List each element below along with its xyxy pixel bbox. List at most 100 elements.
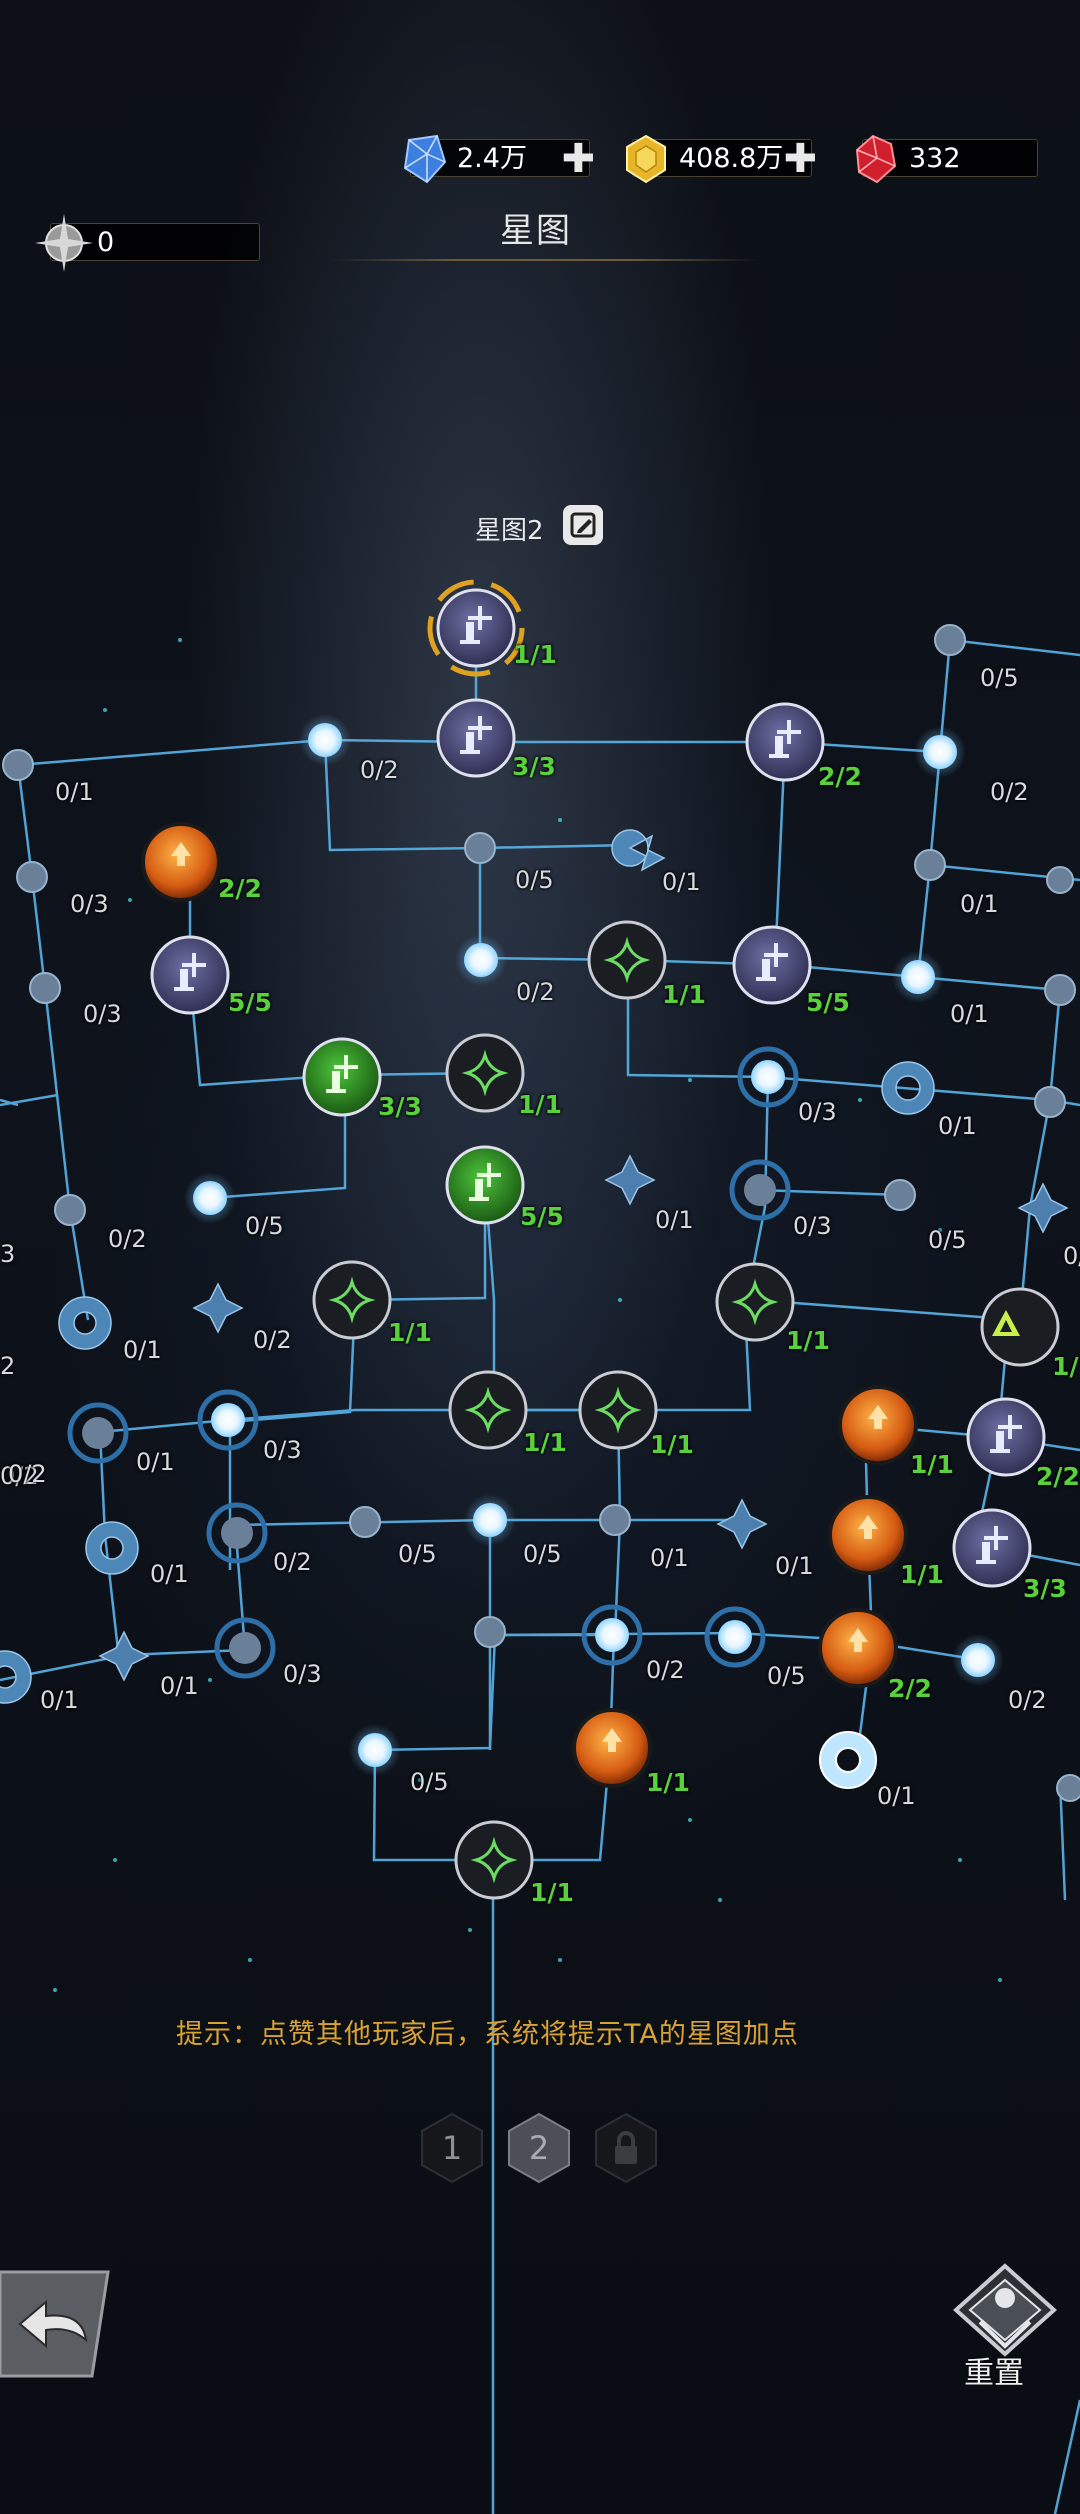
node-level-label: 0/2 xyxy=(360,756,399,784)
skill-nodes[interactable] xyxy=(141,579,1060,1900)
page-number: 2 xyxy=(528,2129,550,2167)
node-level-label: 1/ xyxy=(1052,1352,1079,1381)
page-title: 星图 xyxy=(500,211,572,251)
node-level-label: 5/5 xyxy=(806,988,850,1017)
node-level-label: 2/2 xyxy=(888,1674,932,1703)
gold-crystal-value: 408.8万 xyxy=(679,143,784,174)
node-level-label: 1/1 xyxy=(518,1090,562,1119)
node-level-label: 0/3 xyxy=(70,890,109,918)
edit-tree-name-button[interactable] xyxy=(563,505,603,545)
node-level-label: 0/3 xyxy=(283,1660,322,1688)
node-level-label: 3/3 xyxy=(378,1092,422,1121)
star-points-value: 0 xyxy=(97,227,115,258)
node-level-label: 5/5 xyxy=(520,1202,564,1231)
small-nodes xyxy=(0,624,1080,1802)
node-level-label: 0/2 xyxy=(990,778,1029,806)
hint-text: 提示：点赞其他玩家后，系统将提示TA的星图加点 xyxy=(176,2019,799,2050)
hexagon-frame-icon xyxy=(421,2112,483,2184)
node-level-label: 2 xyxy=(0,1352,16,1380)
node-level-label: 0/1 xyxy=(123,1336,162,1364)
edit-icon xyxy=(570,512,596,538)
star-points-resource: 0 xyxy=(35,214,260,272)
node-level-label: 0/3 xyxy=(83,1000,122,1028)
node-level-label: 0/1 xyxy=(938,1112,977,1140)
gold-crystal-icon xyxy=(626,134,666,184)
node-level-label: 2/2 xyxy=(818,762,862,791)
lock-icon xyxy=(595,2112,657,2184)
reset-button[interactable] xyxy=(950,2262,1060,2392)
back-button[interactable] xyxy=(0,2268,112,2384)
red-crystal-value: 332 xyxy=(909,143,961,174)
node-level-label: 0/1 xyxy=(40,1686,79,1714)
node-level-label: 0/5 xyxy=(928,1226,967,1254)
page-2-button[interactable]: 2 xyxy=(506,2112,572,2184)
add-blue-diamond-button[interactable]: ✚ xyxy=(561,136,595,182)
red-crystal-resource: 332 xyxy=(855,134,1038,184)
node-level-label: 2/2 xyxy=(218,874,262,903)
node-level-label: 0/1 xyxy=(662,868,701,896)
node-level-label: 2/2 xyxy=(1036,1462,1080,1491)
node-level-label: 1/1 xyxy=(786,1326,830,1355)
node-level-label: 0/5 xyxy=(398,1540,437,1568)
node-level-label: 0/1 xyxy=(150,1560,189,1588)
node-level-label: 0/2 xyxy=(273,1548,312,1576)
node-level-label: 1/1 xyxy=(650,1430,694,1459)
node-level-label: 0/5 xyxy=(980,664,1019,692)
back-arrow-icon xyxy=(0,2270,110,2378)
red-crystal-icon xyxy=(855,134,897,184)
page-number: 1 xyxy=(441,2129,463,2167)
node-level-label: 3/3 xyxy=(1023,1574,1067,1603)
node-level-label: 0/5 xyxy=(410,1768,449,1796)
node-level-label: 0/5 xyxy=(523,1540,562,1568)
node-level-label: 0/5 xyxy=(767,1662,806,1690)
node-level-label: 0/2 xyxy=(1008,1686,1047,1714)
node-level-label: 1/1 xyxy=(523,1428,567,1457)
node-level-label: 0/3 xyxy=(798,1098,837,1126)
node-level-label: 0/1 xyxy=(650,1544,689,1572)
blue-diamond-value: 2.4万 xyxy=(457,143,527,174)
title-divider xyxy=(330,259,760,261)
node-level-label: 0/1 xyxy=(55,778,94,806)
node-level-label: 0/3 xyxy=(263,1436,302,1464)
reset-emblem-icon xyxy=(953,2263,1057,2357)
page-1-button[interactable]: 1 xyxy=(419,2112,485,2184)
node-level-label: 3 xyxy=(0,1240,16,1268)
node-level-label: 0/2 xyxy=(516,978,555,1006)
node-level-label: 0/1 xyxy=(160,1672,199,1700)
node-level-label: 0/2 xyxy=(253,1326,292,1354)
add-gold-crystal-button[interactable]: ✚ xyxy=(783,136,817,182)
node-level-label: 0/1 xyxy=(950,1000,989,1028)
node-level-label: 0/2 xyxy=(8,1460,47,1488)
node-level-label: 0/1 xyxy=(877,1782,916,1810)
node-level-label: 0/5 xyxy=(245,1212,284,1240)
node-level-label: 1/1 xyxy=(900,1560,944,1589)
node-level-label: 1/1 xyxy=(910,1450,954,1479)
node-level-label: 1/1 xyxy=(513,640,557,669)
node-level-label: 1/1 xyxy=(388,1318,432,1347)
blue-diamond-resource: 2.4万 ✚ xyxy=(403,134,595,184)
node-level-label: 0/2 xyxy=(108,1225,147,1253)
blue-diamond-icon xyxy=(403,134,447,184)
node-level-label: 1/1 xyxy=(530,1878,574,1907)
node-level-label: 0/1 xyxy=(960,890,999,918)
reset-label: 重置 xyxy=(964,2356,1024,2391)
node-level-label: 1/1 xyxy=(662,980,706,1009)
node-level-label: 1/1 xyxy=(646,1768,690,1797)
node-level-label: 5/5 xyxy=(228,988,272,1017)
hexagon-frame-icon xyxy=(508,2112,570,2184)
node-level-label: 0/1 xyxy=(655,1206,694,1234)
gold-crystal-resource: 408.8万 ✚ xyxy=(626,134,817,184)
node-level-label: 0/1 xyxy=(136,1448,175,1476)
node-level-label: 3/3 xyxy=(512,752,556,781)
node-level-label: 0/2 xyxy=(646,1656,685,1684)
compass-star-icon xyxy=(35,214,93,272)
node-level-label: 0/5 xyxy=(515,866,554,894)
tree-name: 星图2 xyxy=(475,516,544,546)
node-level-label: 0/3 xyxy=(793,1212,832,1240)
node-level-label: 0/2 xyxy=(0,1462,39,1490)
node-level-label: 0/1 xyxy=(775,1552,814,1580)
page-locked-button[interactable] xyxy=(593,2112,659,2184)
node-level-label: 0/1 xyxy=(1063,1242,1080,1270)
